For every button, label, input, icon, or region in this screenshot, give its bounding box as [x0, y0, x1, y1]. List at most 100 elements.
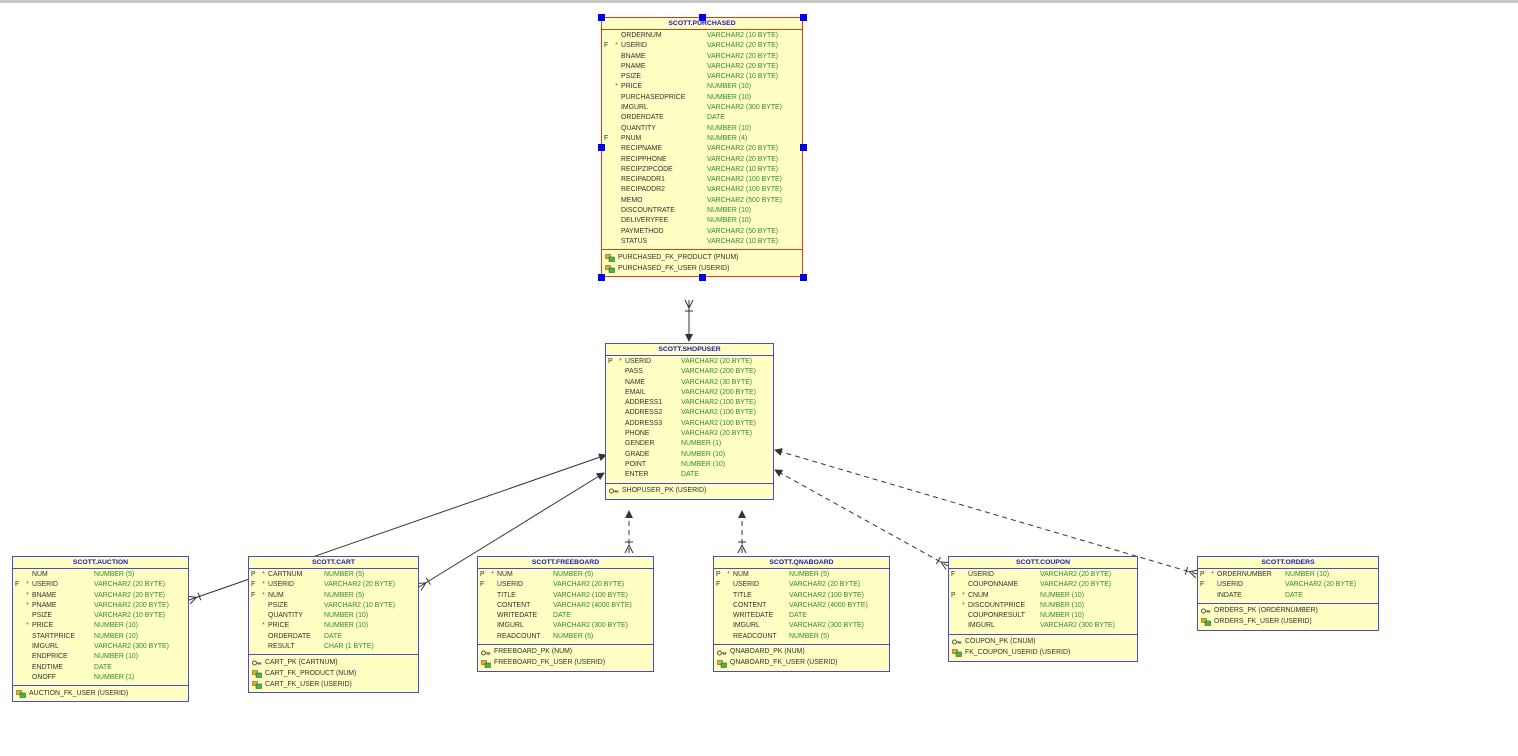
selection-handle[interactable] — [799, 13, 807, 21]
primary-key-constraint[interactable]: CART_PK (CARTNUM) — [249, 657, 418, 668]
primary-key-constraint[interactable]: COUPON_PK (CNUM) — [949, 637, 1137, 648]
relation-coupon-to-shopuser[interactable] — [774, 469, 949, 567]
primary-key-constraint[interactable]: SHOPUSER_PK (USERID) — [606, 486, 773, 497]
selection-handle[interactable] — [597, 13, 605, 21]
relation-orders-to-shopuser[interactable] — [774, 448, 1198, 575]
primary-key-constraint[interactable]: QNABOARD_PK (NUM) — [714, 647, 889, 658]
selection-handle[interactable] — [799, 143, 807, 151]
primary-key-constraint[interactable]: ORDERS_PK (ORDERNUMBER) — [1198, 606, 1378, 617]
foreign-key-constraint[interactable]: ORDERS_FK_USER (USERID) — [1198, 617, 1378, 628]
foreign-key-constraint[interactable]: FREEBOARD_FK_USER (USERID) — [478, 658, 653, 669]
selection-handle[interactable] — [698, 13, 706, 21]
foreign-key-constraint[interactable]: AUCTION_FK_USER (USERID) — [13, 688, 188, 699]
foreign-key-constraint[interactable]: QNABOARD_FK_USER (USERID) — [714, 658, 889, 669]
selection-handle[interactable] — [597, 273, 605, 281]
primary-key-constraint[interactable]: FREEBOARD_PK (NUM) — [478, 647, 653, 658]
foreign-key-constraint[interactable]: CART_FK_PRODUCT (NUM) — [249, 668, 418, 679]
relation-cart-to-shopuser[interactable] — [418, 472, 605, 588]
selection-handle[interactable] — [799, 273, 807, 281]
foreign-key-constraint[interactable]: FK_COUPON_USERID (USERID) — [949, 648, 1137, 659]
selection-handle[interactable] — [597, 143, 605, 151]
selection-handle[interactable] — [698, 273, 706, 281]
